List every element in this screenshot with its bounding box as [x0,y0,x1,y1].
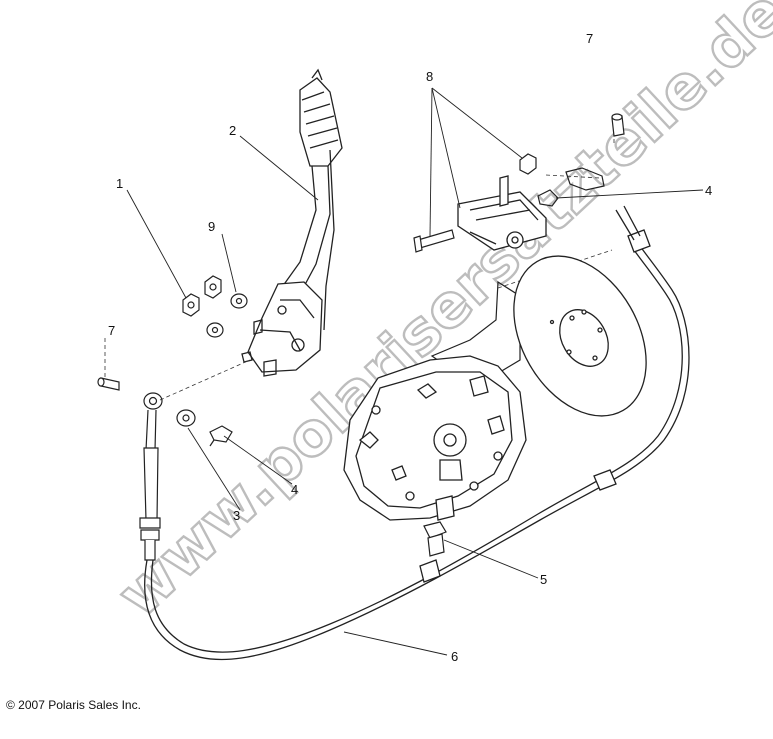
callout-7-right: 7 [586,31,593,46]
callout-9: 9 [208,219,215,234]
brake-cable [144,205,690,661]
callout-4-left: 4 [291,482,298,497]
callout-4-right: 4 [705,183,712,198]
callout-5: 5 [540,572,547,587]
transmission-housing [343,355,527,521]
brake-disc [513,255,647,417]
brake-rod [139,392,163,561]
clip-4-right [537,167,605,207]
brake-pedal [241,68,343,377]
caliper-nut [519,153,537,175]
clip-4-left [209,425,233,447]
washer-3 [176,409,196,427]
leader-lines [126,87,704,656]
callout-7-left: 7 [108,323,115,338]
clevis-pin-left [97,377,120,391]
callout-labels: 1 2 3 4 4 5 6 7 7 8 9 [108,31,712,664]
caliper-bolt [413,229,455,253]
drain-plug [423,521,447,557]
callout-1: 1 [116,176,123,191]
callout-6: 6 [451,649,458,664]
brake-caliper [457,175,547,251]
callout-8: 8 [426,69,433,84]
callout-3: 3 [233,508,240,523]
pivot-nuts-washers [182,275,248,338]
caliper-pin-right [611,113,625,137]
callout-2: 2 [229,123,236,138]
copyright-notice: © 2007 Polaris Sales Inc. [6,698,141,712]
